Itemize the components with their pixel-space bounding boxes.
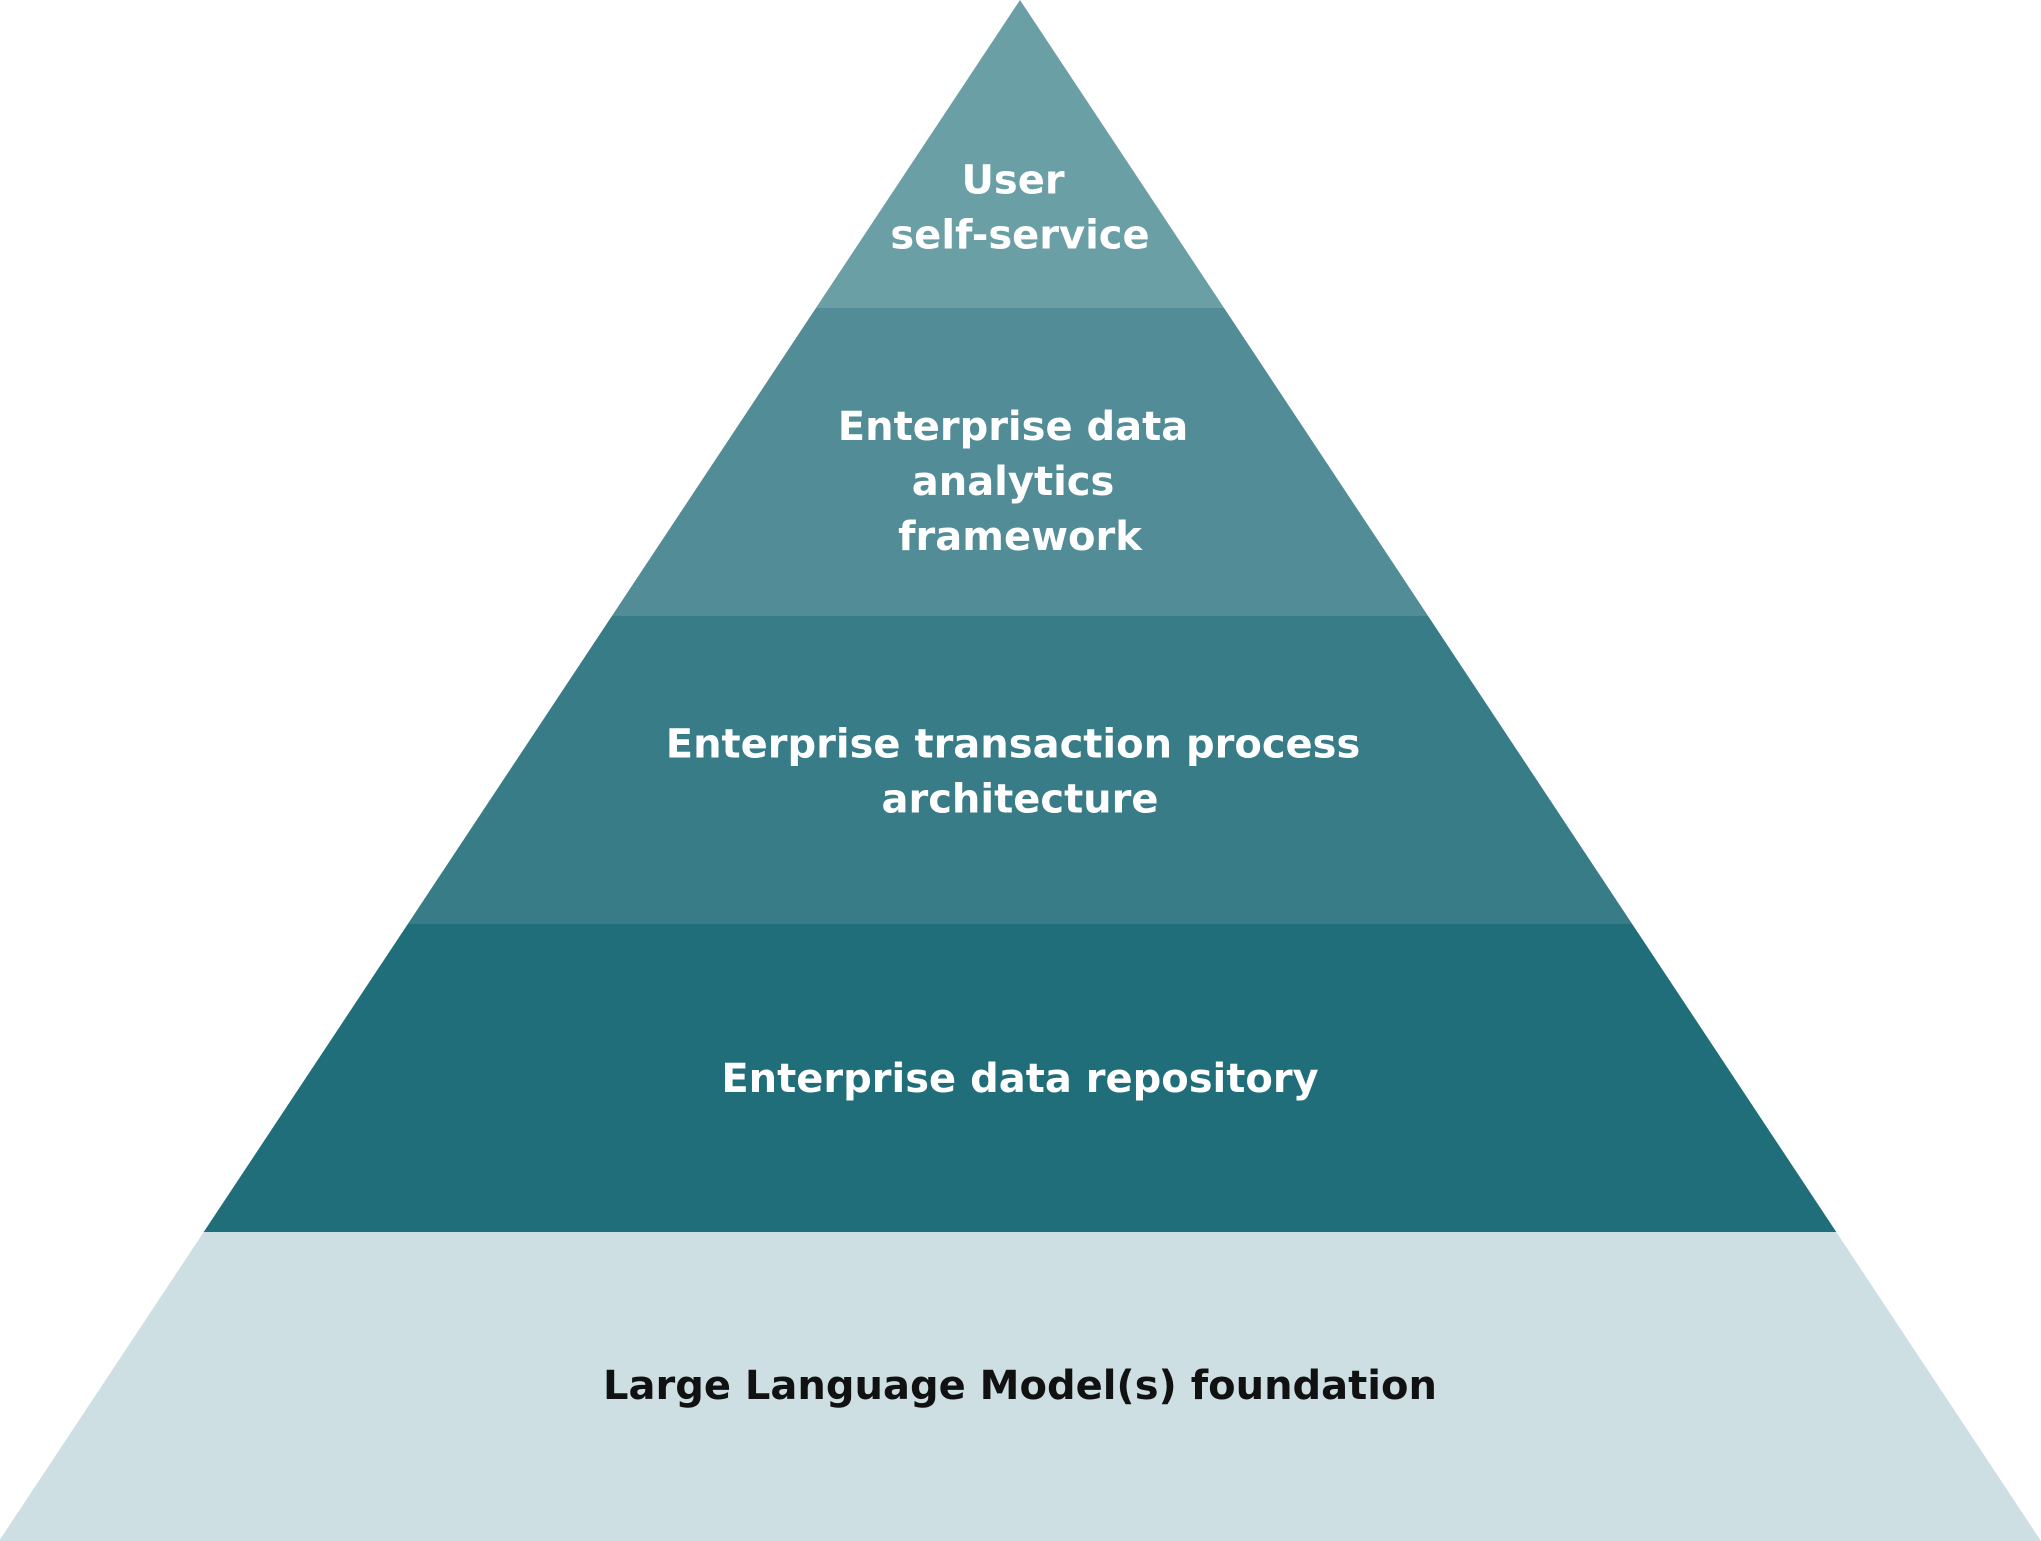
pyramid-tier-1-shape (815, 0, 1225, 308)
pyramid-tier-3-label: Enterprise transaction process architect… (666, 722, 1375, 823)
pyramid-tier-3-line-2: architecture (881, 777, 1158, 823)
pyramid-tier-4-shape (203, 924, 1837, 1232)
pyramid-tier-4-line-1: Enterprise data repository (721, 1056, 1318, 1102)
pyramid-tier-4-label: Enterprise data repository (721, 1056, 1318, 1102)
pyramid-tier-5-label: Large Language Model(s) foundation (603, 1363, 1437, 1409)
pyramid-tier-2-label: Enterprise data analytics framework (838, 404, 1202, 560)
pyramid-tier-2-line-3: framework (898, 514, 1143, 560)
pyramid-tier-2-line-1: Enterprise data (838, 404, 1188, 450)
pyramid-tier-1-line-1: User (961, 158, 1064, 204)
pyramid-tier-5-line-1: Large Language Model(s) foundation (603, 1363, 1437, 1409)
pyramid-tier-2-line-2: analytics (912, 459, 1115, 505)
pyramid-tier-2-shape (611, 308, 1429, 616)
pyramid-tier-1-label: User self-service (890, 158, 1149, 259)
pyramid-tier-3-line-1: Enterprise transaction process (666, 722, 1361, 768)
pyramid-tier-1-line-2: self-service (890, 213, 1149, 259)
pyramid-tier-3-shape (407, 616, 1633, 924)
pyramid-tier-5-shape (0, 1232, 2041, 1541)
